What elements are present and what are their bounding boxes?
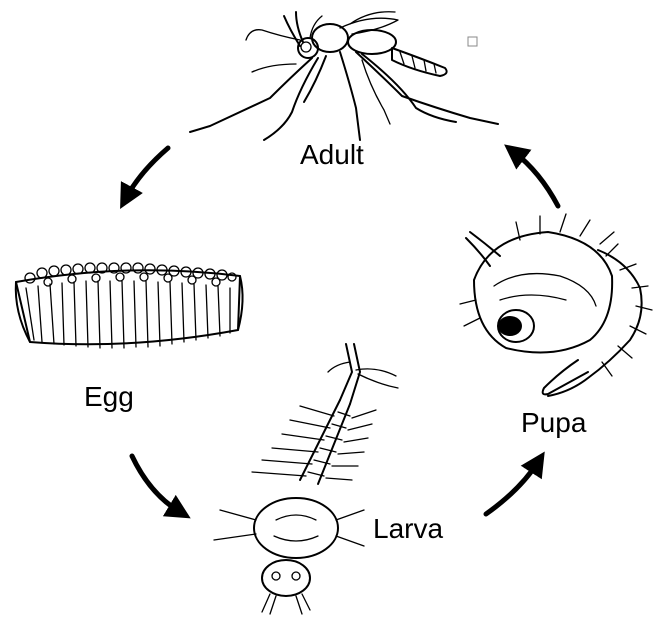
stage-label-pupa: Pupa [521, 409, 586, 437]
mosquito-pupa-icon [460, 214, 652, 396]
cycle-arrows [126, 148, 558, 514]
egg-raft-icon [16, 263, 243, 348]
stage-label-adult: Adult [300, 141, 364, 169]
arrow-adult-to-egg [126, 148, 168, 198]
mosquito-larva-icon [214, 344, 398, 614]
mosquito-adult-icon [190, 12, 498, 140]
arrow-pupa-to-adult [514, 152, 558, 206]
arrow-larva-to-pupa [486, 462, 538, 514]
stage-label-egg: Egg [84, 383, 134, 411]
stage-label-larva: Larva [373, 515, 443, 543]
arrow-egg-to-larva [132, 456, 180, 512]
